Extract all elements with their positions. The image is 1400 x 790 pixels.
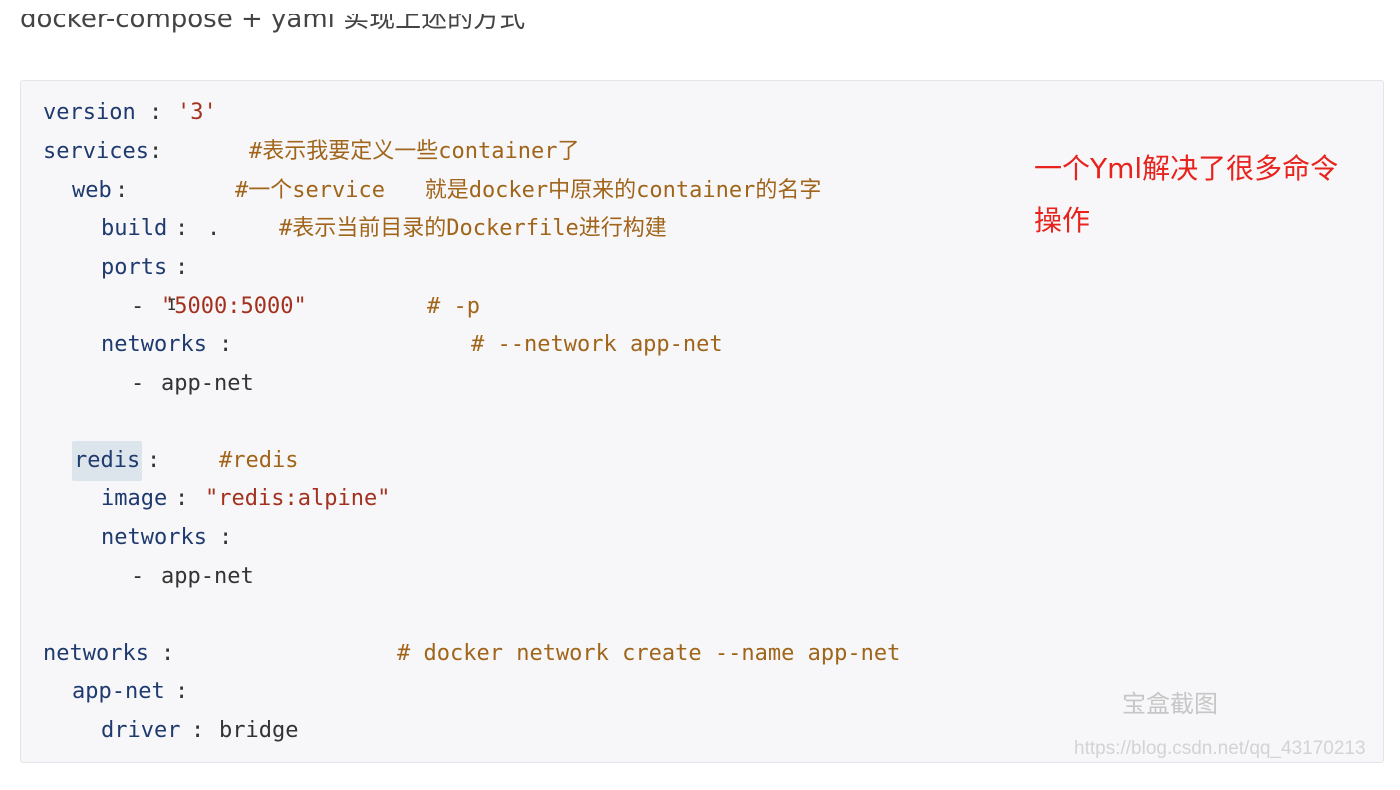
code-line: - "5000:5000" I # -p bbox=[43, 290, 480, 324]
code-line: - app-net bbox=[43, 560, 254, 594]
yaml-value: bridge bbox=[219, 718, 299, 743]
yaml-separator: : bbox=[149, 100, 176, 125]
yaml-separator: : bbox=[147, 448, 161, 473]
code-line: networks : # docker network create --nam… bbox=[43, 637, 900, 671]
yaml-key: image bbox=[101, 486, 168, 511]
yaml-separator: : bbox=[115, 178, 129, 203]
yaml-key: ports bbox=[101, 255, 168, 280]
yaml-separator: : bbox=[219, 332, 233, 357]
yaml-separator: : bbox=[175, 216, 202, 241]
annotation-line-2: 操作 bbox=[1034, 204, 1091, 237]
yaml-key: version bbox=[43, 100, 136, 125]
code-line: image : "redis:alpine" bbox=[43, 482, 390, 516]
yaml-comment: # -p bbox=[427, 294, 480, 319]
yaml-key-highlighted: redis bbox=[72, 441, 143, 481]
page-heading: docker-compose + yaml 实现上述的方式 bbox=[20, 14, 620, 46]
yaml-separator: : bbox=[219, 525, 233, 550]
code-line: app-net : bbox=[43, 675, 188, 709]
yaml-comment: #一个service 就是docker中原来的container的名字 bbox=[235, 178, 822, 203]
yaml-key: driver bbox=[101, 718, 181, 743]
yaml-string-value: "redis:alpine" bbox=[205, 486, 391, 511]
yaml-key: networks bbox=[101, 332, 207, 357]
code-line: - app-net bbox=[43, 367, 254, 401]
yaml-string-value: '3' bbox=[177, 100, 217, 125]
yaml-key: app-net bbox=[72, 679, 165, 704]
yaml-key: networks bbox=[43, 641, 149, 666]
code-line: web : #一个service 就是docker中原来的container的名… bbox=[43, 174, 821, 208]
yaml-separator: : bbox=[175, 255, 189, 280]
yaml-value: . bbox=[207, 216, 221, 241]
yaml-comment: #表示当前目录的Dockerfile进行构建 bbox=[279, 216, 667, 241]
yaml-list-dash: - bbox=[131, 564, 158, 589]
code-block: version : '3' services : #表示我要定义一些contai… bbox=[20, 80, 1384, 763]
yaml-key: web bbox=[72, 178, 112, 203]
code-line: version : '3' bbox=[43, 96, 217, 130]
code-line: ports : bbox=[43, 251, 188, 285]
blog-url-watermark: https://blog.csdn.net/qq_43170213 bbox=[1074, 738, 1366, 759]
yaml-comment: #表示我要定义一些container了 bbox=[249, 139, 580, 164]
yaml-list-dash: - bbox=[131, 294, 158, 319]
yaml-separator: : bbox=[161, 641, 175, 666]
code-line: networks : bbox=[43, 521, 232, 555]
yaml-key: networks bbox=[101, 525, 207, 550]
yaml-comment: #redis bbox=[219, 448, 299, 473]
yaml-key: build bbox=[101, 216, 168, 241]
yaml-value: app-net bbox=[161, 371, 254, 396]
text-cursor-icon: I bbox=[167, 295, 177, 314]
yaml-separator: : bbox=[191, 718, 218, 743]
code-line: driver : bridge bbox=[43, 714, 298, 748]
code-line: services : #表示我要定义一些container了 bbox=[43, 135, 579, 169]
yaml-string-value: "5000:5000" bbox=[161, 294, 307, 319]
yaml-comment: # docker network create --name app-net bbox=[397, 641, 901, 666]
code-line: build : . #表示当前目录的Dockerfile进行构建 bbox=[43, 212, 667, 246]
yaml-key: services bbox=[43, 139, 149, 164]
code-line: redis : #redis bbox=[43, 441, 298, 481]
yaml-separator: : bbox=[175, 486, 202, 511]
yaml-value: app-net bbox=[161, 564, 254, 589]
yaml-separator: : bbox=[175, 679, 189, 704]
yaml-list-dash: - bbox=[131, 371, 158, 396]
red-annotation: 一个Yml解决了很多命令 操作 bbox=[1034, 143, 1394, 247]
code-line: networks : # --network app-net bbox=[43, 328, 723, 362]
page-heading-text: docker-compose + yaml 实现上述的方式 bbox=[20, 14, 526, 34]
screenshot-tool-watermark: 宝盒截图 bbox=[1122, 690, 1218, 718]
annotation-line-1: 一个Yml解决了很多命令 bbox=[1034, 152, 1339, 185]
yaml-comment: # --network app-net bbox=[471, 332, 723, 357]
yaml-separator: : bbox=[149, 139, 163, 164]
